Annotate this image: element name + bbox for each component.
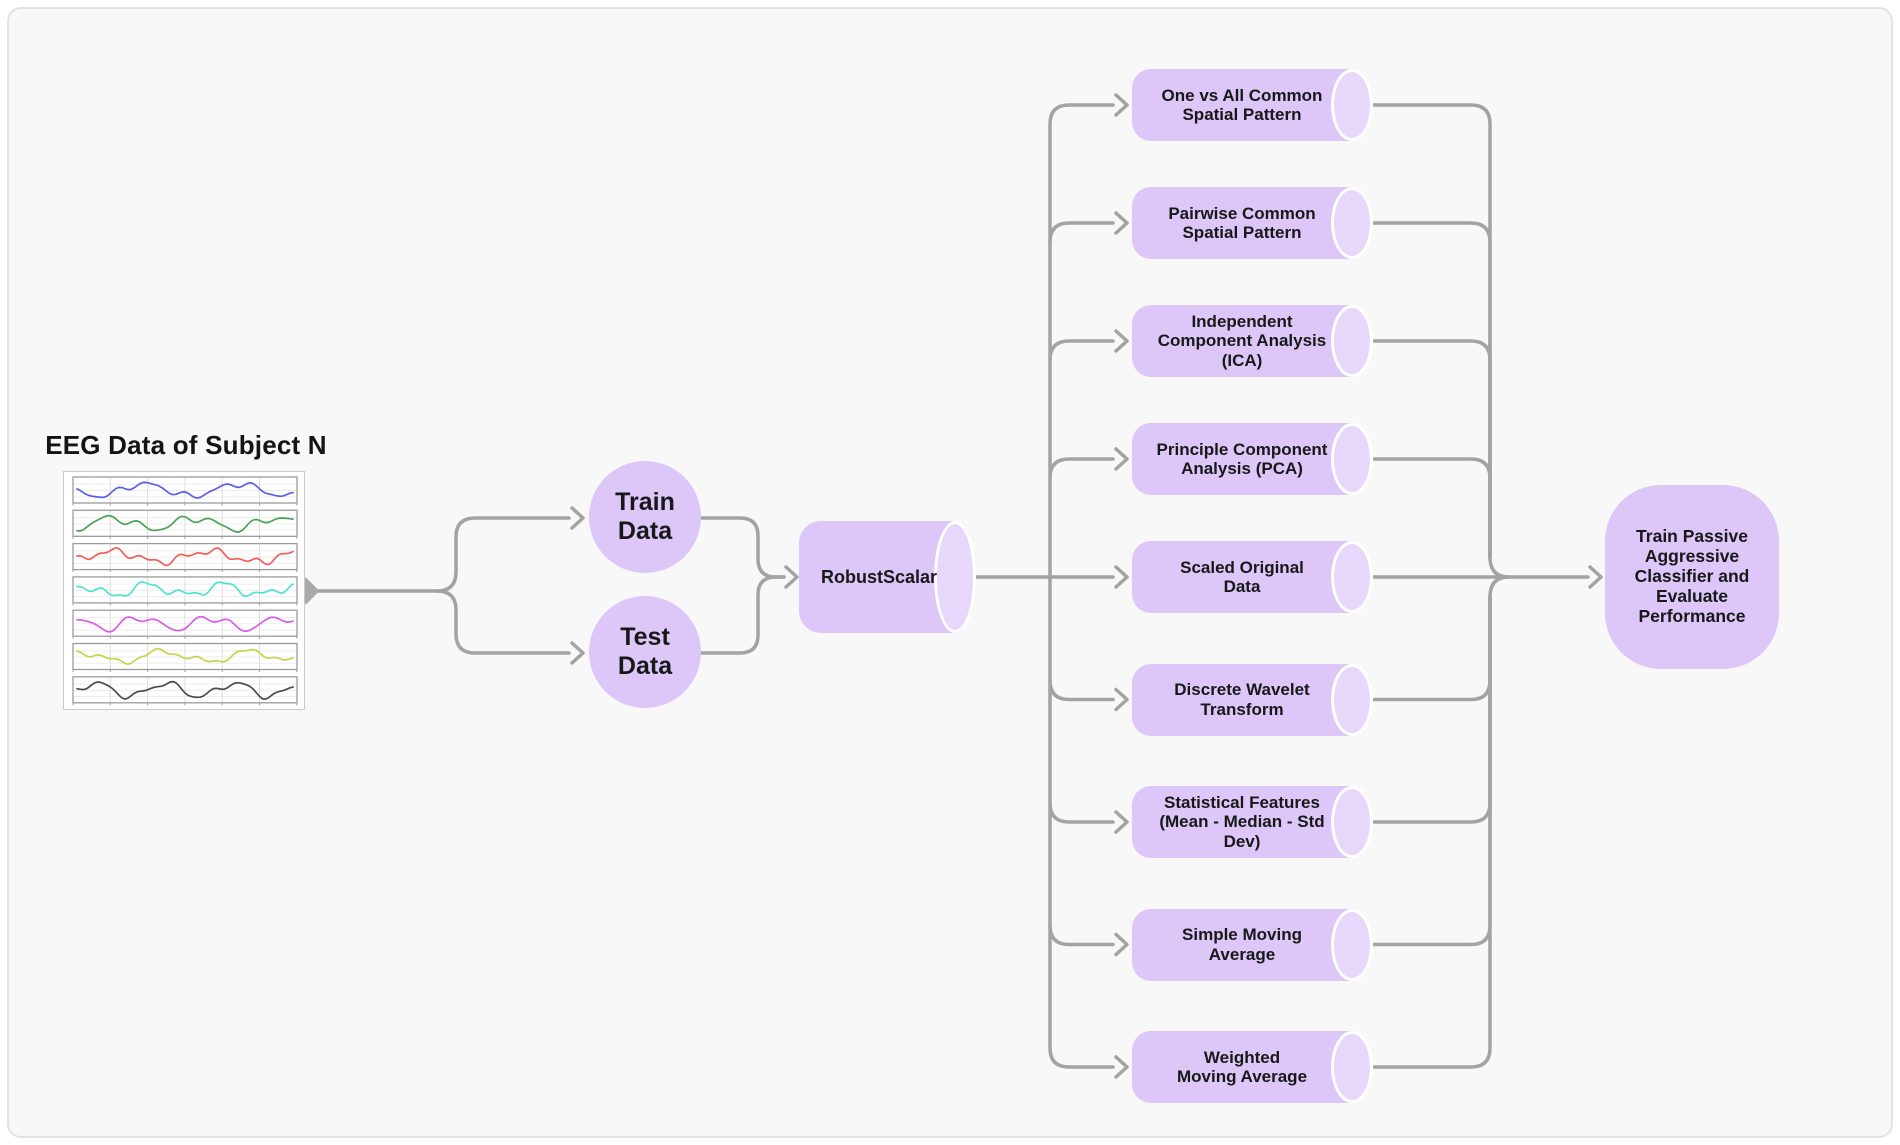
train-data-node[interactable]: Train Data [589,461,701,573]
train-data-label: Train Data [615,488,675,545]
test-data-node[interactable]: Test Data [589,596,701,708]
feature-label: Weighted Moving Average [1176,1047,1308,1086]
test-data-label: Test Data [617,623,673,680]
cylinder-body [1132,423,1352,495]
cylinder-body [1132,1031,1352,1103]
feature-node-statistical-features[interactable]: Statistical Features (Mean - Median - St… [1132,786,1373,858]
feature-node-wma[interactable]: Weighted Moving Average [1132,1031,1373,1103]
cylinder-cap [1331,1031,1373,1103]
cylinder-cap [1331,423,1373,495]
cylinder-cap [934,521,976,633]
cylinder-body [1132,663,1352,736]
cylinder-body [1132,187,1352,259]
robust-scalar-node[interactable]: RobustScalar [799,521,976,633]
feature-node-dwt[interactable]: Discrete Wavelet Transform [1132,663,1373,736]
feature-label: Discrete Wavelet Transform [1174,680,1310,719]
cylinder-cap [1331,305,1373,377]
cylinder-cap [1331,663,1373,736]
cylinder-body [1132,908,1352,981]
robust-scalar-label: RobustScalar [820,566,938,587]
feature-label: Scaled Original Data [1180,557,1304,596]
cylinder-body [799,521,955,633]
cylinder-body [1132,786,1352,858]
eeg-source-title: EEG Data of Subject N [45,430,327,460]
eeg-signal-traces-thumbnail[interactable] [63,471,305,710]
feature-label: Simple Moving Average [1182,925,1302,964]
classifier-label: Train Passive Aggressive Classifier and … [1634,526,1750,626]
feature-node-sma[interactable]: Simple Moving Average [1132,908,1373,981]
cylinder-cap [1331,786,1373,858]
feature-label: Independent Component Analysis (ICA) [1157,312,1327,370]
feature-node-pairwise-csp[interactable]: Pairwise Common Spatial Pattern [1132,187,1373,259]
cylinder-cap [1331,908,1373,981]
feature-node-ova-csp[interactable]: One vs All Common Spatial Pattern [1132,69,1373,141]
cylinder-cap [1331,187,1373,259]
feature-node-ica[interactable]: Independent Component Analysis (ICA) [1132,305,1373,377]
feature-node-scaled-original[interactable]: Scaled Original Data [1132,541,1373,613]
cylinder-cap [1331,541,1373,613]
eeg-traces-icon [72,476,298,706]
cylinder-body [1132,305,1352,377]
feature-node-pca[interactable]: Principle Component Analysis (PCA) [1132,423,1373,495]
feature-label: Pairwise Common Spatial Pattern [1168,203,1316,242]
feature-label: Statistical Features (Mean - Median - St… [1159,793,1325,851]
cylinder-cap [1331,69,1373,141]
cylinder-body [1132,541,1352,613]
cylinder-body [1132,69,1352,141]
feature-label: One vs All Common Spatial Pattern [1161,85,1323,124]
classifier-node[interactable]: Train Passive Aggressive Classifier and … [1605,485,1779,669]
feature-label: Principle Component Analysis (PCA) [1156,439,1328,478]
